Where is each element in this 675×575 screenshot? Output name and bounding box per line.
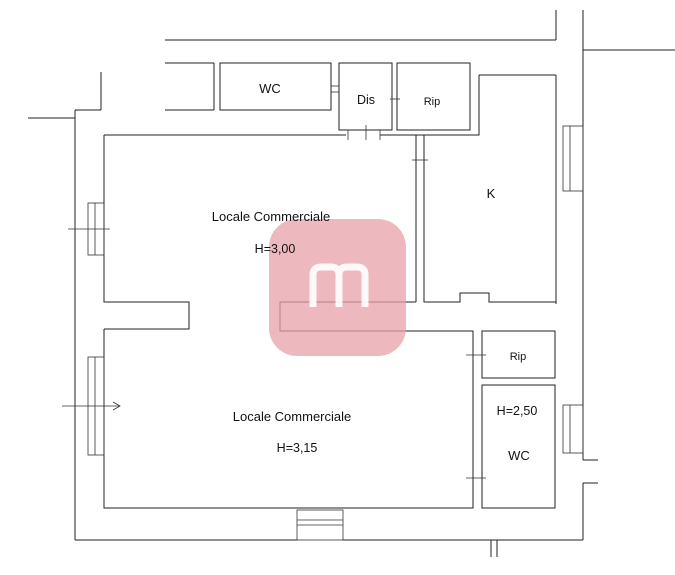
window-bottom bbox=[296, 509, 344, 541]
kitchen-room bbox=[416, 75, 556, 303]
dis-room bbox=[338, 62, 393, 131]
wc-right-label: WC bbox=[508, 448, 530, 463]
entrance-arrow-icon bbox=[62, 401, 121, 411]
window-left-upper bbox=[68, 202, 110, 256]
locale-upper-height-label: H=3,00 bbox=[255, 242, 296, 256]
window-right-lower bbox=[562, 404, 584, 454]
outer-walls bbox=[28, 10, 675, 557]
dis-label: Dis bbox=[357, 93, 375, 107]
locale-upper-name-label: Locale Commerciale bbox=[212, 209, 331, 224]
locale-lower-height-label: H=3,15 bbox=[277, 441, 318, 455]
rip-right-room bbox=[481, 330, 556, 379]
kitchen-label: K bbox=[487, 186, 496, 201]
rip-top-room bbox=[396, 62, 471, 131]
door-marks bbox=[331, 85, 486, 479]
wc-top-label: WC bbox=[259, 81, 281, 96]
window-right-upper bbox=[562, 125, 584, 192]
locale-lower-name-label: Locale Commerciale bbox=[233, 409, 352, 424]
wc-top-room bbox=[219, 62, 332, 111]
wc-right-height-label: H=2,50 bbox=[497, 404, 538, 418]
rip-top-label: Rip bbox=[424, 96, 441, 108]
wc-right-room bbox=[481, 384, 556, 509]
rip-right-label: Rip bbox=[510, 351, 527, 363]
watermark-logo-icon bbox=[269, 219, 406, 356]
